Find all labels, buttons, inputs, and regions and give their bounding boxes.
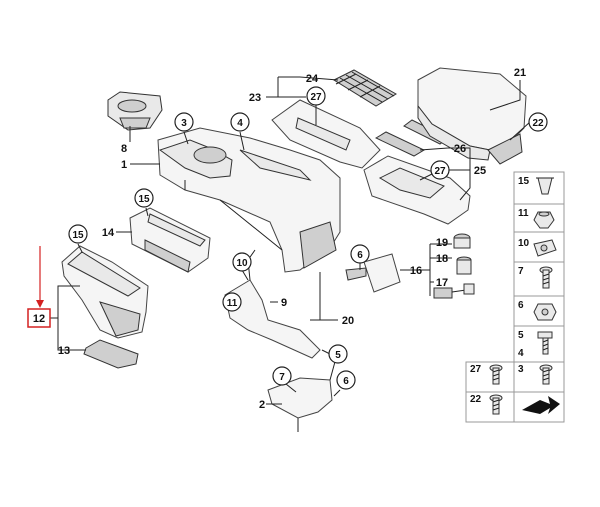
legend-label-7: 7 [518, 266, 524, 277]
callout-15-circle-b [68, 224, 88, 244]
part-8-shift-boot [107, 91, 163, 131]
callout-27-circle-b [430, 160, 450, 180]
callout-6-a: 6 [357, 250, 363, 261]
screw-icon-3 [539, 364, 553, 385]
legend-label-15: 15 [518, 176, 530, 187]
legend-label-4: 4 [518, 348, 524, 359]
callout-7-circle [272, 366, 292, 386]
part-12-storage-box [61, 245, 149, 339]
callout-4-circle [230, 112, 250, 132]
part-2-bottom-bracket [267, 357, 337, 432]
part-21-armrest [417, 67, 527, 165]
callout-5-circle [328, 344, 348, 364]
part-1-center-console [157, 127, 341, 273]
callout-20: 20 [342, 315, 354, 327]
callout-1: 1 [121, 159, 127, 171]
part-6-module [345, 253, 401, 293]
legend-label-22: 22 [470, 394, 482, 405]
highlight-marker [27, 246, 51, 328]
screw-icon-27 [489, 364, 503, 385]
callout-22-circle [528, 112, 548, 132]
callout-26: 26 [454, 143, 466, 155]
part-19-socket-cap [453, 233, 471, 249]
callout-18: 18 [436, 253, 448, 265]
legend-label-3: 3 [518, 364, 524, 375]
part-25-frame [363, 155, 471, 225]
callout-22: 22 [532, 118, 544, 129]
bolt-icon [537, 331, 553, 355]
callout-6-circle-b [336, 370, 356, 390]
callout-3-circle [174, 112, 194, 132]
callout-15-a: 15 [138, 194, 150, 205]
callout-25: 25 [474, 165, 486, 177]
callout-12: 12 [33, 313, 45, 325]
legend-cell-3 [513, 361, 565, 397]
callout-16: 16 [410, 265, 422, 277]
legend-label-11: 11 [518, 208, 529, 219]
clip-icon [536, 177, 554, 195]
callout-10: 10 [236, 258, 248, 269]
callout-27-b: 27 [434, 166, 446, 177]
nut-icon [533, 211, 555, 229]
callout-23: 23 [249, 92, 261, 104]
callout-27-circle-a [306, 86, 326, 106]
legend-label-10: 10 [518, 238, 530, 249]
screw-icon-22 [489, 394, 503, 415]
callout-15-b: 15 [72, 230, 84, 241]
callout-13: 13 [58, 345, 70, 357]
callout-27-a: 27 [310, 92, 322, 103]
part-13-rubber-mat [83, 339, 139, 369]
callout-17: 17 [436, 277, 448, 289]
callout-19: 19 [436, 237, 448, 249]
callout-21: 21 [514, 67, 526, 79]
callout-8: 8 [121, 143, 127, 155]
part-14-storage-tray [129, 207, 211, 273]
callout-7: 7 [279, 372, 285, 383]
part-18-socket [456, 256, 472, 275]
callout-14: 14 [102, 227, 115, 239]
callout-15-circle-a [134, 188, 154, 208]
callout-3: 3 [181, 118, 187, 129]
callout-labels: 24 23 27 21 22 26 27 25 3 4 8 1 15 14 15… [33, 67, 548, 411]
callout-2: 2 [259, 399, 265, 411]
part-24-grid-mat [332, 69, 397, 107]
legend-label-27: 27 [470, 364, 482, 375]
part-23-cover-plate [271, 99, 381, 169]
leader-lines [50, 76, 531, 405]
legend-label-5: 5 [518, 330, 524, 341]
callout-6-circle-a [350, 244, 370, 264]
hex-nut-icon [533, 303, 557, 321]
callout-10-circle [232, 252, 252, 272]
callout-9: 9 [281, 297, 287, 309]
callout-4: 4 [237, 118, 243, 129]
callout-6-b: 6 [343, 376, 349, 387]
part-17-socket-plug [433, 283, 475, 299]
callout-11-circle [222, 292, 242, 312]
legend-cell-22 [465, 391, 515, 423]
spring-nut-icon [533, 239, 557, 257]
callout-24: 24 [306, 73, 319, 85]
callout-5: 5 [335, 350, 341, 361]
arrow-icon [522, 396, 560, 414]
hardware-legend: 15 11 10 7 6 5 4 3 27 22 [465, 171, 565, 423]
legend-label-6: 6 [518, 300, 524, 311]
callout-11: 11 [227, 298, 238, 309]
legend-cell-7 [513, 261, 565, 297]
screw-icon [539, 266, 553, 289]
